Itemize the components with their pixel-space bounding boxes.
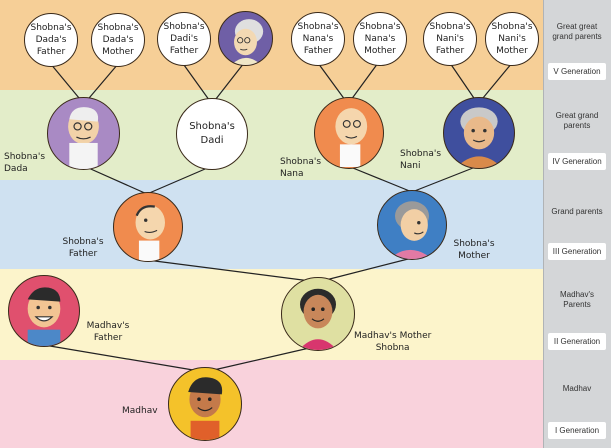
generation-v-label: Great great grand parents [552,22,602,41]
smiling-man-icon [27,287,61,346]
man-icon [135,205,165,261]
band-generation-ii [0,269,543,360]
generation-iii-pill: III Generation [548,243,606,260]
elderly-woman-icon [231,19,264,65]
circle-dadis-mother [218,11,273,66]
woman-icon [389,201,433,259]
grandmother-icon [455,107,503,168]
band-generation-iii [0,180,543,269]
bald-man-icon [335,108,368,167]
circle-nani [443,97,515,169]
generation-iii-label: Grand parents [551,207,603,216]
band-generation-i [0,360,543,448]
circle-nana [314,97,384,169]
generation-i-pill: I Generation [548,422,606,439]
circle-madhav [168,367,242,441]
madhav-caption: Madhav [122,406,158,416]
generation-ii-pill: II Generation [548,333,606,350]
generation-v-pill: V Generation [548,63,606,80]
generation-i-label: Madhav [562,384,592,393]
connector-lines [43,62,513,373]
circle-madhavs-mother [281,277,355,351]
circle-madhavs-father [8,275,80,347]
boy-icon [188,377,223,440]
smiling-woman-icon [298,288,338,350]
generation-ii-label: Madhav's Parents [560,290,594,309]
generation-iv-label: Great grand parents [555,111,599,130]
circle-dada [47,97,120,170]
circle-shobnas-father [113,192,183,262]
generation-iv-pill: IV Generation [548,153,606,170]
circle-shobnas-mother [377,190,447,260]
elderly-man-icon [68,107,99,169]
